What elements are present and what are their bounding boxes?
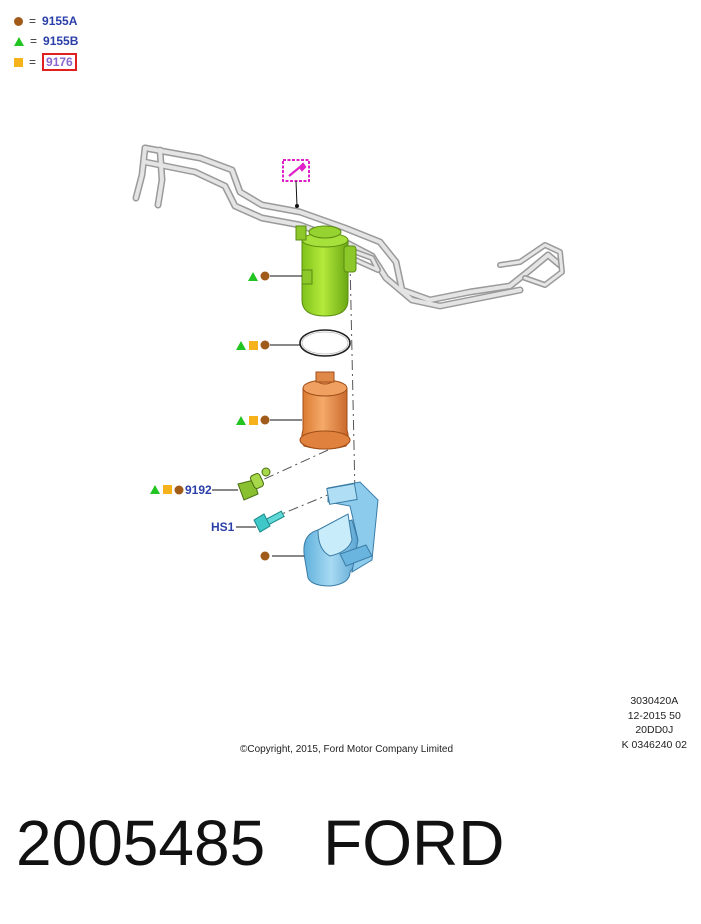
legend-row-9176: = 9176 xyxy=(14,53,77,71)
callout-seal xyxy=(236,340,300,350)
triangle-marker-icon xyxy=(14,36,24,46)
fuel-filter-head xyxy=(295,225,357,317)
callout-filter xyxy=(236,415,302,425)
parts-diagram: 9192 HS1 xyxy=(132,144,565,587)
fuel-filter-element xyxy=(299,371,351,450)
brand-name: FORD xyxy=(323,807,505,879)
callout-bracket xyxy=(260,551,304,561)
fuel-pipes xyxy=(132,144,565,310)
legend-equals: = xyxy=(29,55,37,69)
circle-marker-icon xyxy=(14,16,23,26)
reference-variant: 20DD0J xyxy=(635,724,674,736)
service-highlight-box xyxy=(282,159,310,208)
o-ring-seal xyxy=(299,329,351,357)
callout-label-9192: 9192 xyxy=(185,483,212,497)
reference-catalog-id: K 0346240 02 xyxy=(621,738,687,751)
bolt-hs1 xyxy=(253,510,285,533)
legend-code-9155a[interactable]: 9155A xyxy=(42,14,78,28)
legend-row-9155a: = 9155A xyxy=(14,13,77,29)
legend-equals: = xyxy=(29,14,37,28)
reference-code: 3030420A xyxy=(630,695,679,707)
legend-row-9155b: = 9155B xyxy=(14,33,78,49)
legend-code-9155b[interactable]: 9155B xyxy=(43,34,79,48)
reference-date: 12-2015 50 xyxy=(627,709,681,722)
part-number: 2005485 xyxy=(16,807,266,879)
callout-9192: 9192 xyxy=(150,483,238,497)
callout-label-hs1: HS1 xyxy=(211,520,235,534)
legend-equals: = xyxy=(30,34,38,48)
callout-hs1: HS1 xyxy=(211,520,256,534)
square-marker-icon xyxy=(14,57,23,67)
footer-title: 2005485 FORD xyxy=(16,806,504,880)
copyright-notice: ©Copyright, 2015, Ford Motor Company Lim… xyxy=(240,744,454,755)
diagram-reference-block: 3030420A 12-2015 50 20DD0J K 0346240 02 xyxy=(622,694,687,752)
assembly-lines xyxy=(257,259,357,541)
drain-fitting xyxy=(237,467,271,501)
legend-code-9176[interactable]: 9176 xyxy=(42,53,77,71)
callout-head xyxy=(248,271,302,281)
filter-mounting-bracket xyxy=(303,481,379,587)
